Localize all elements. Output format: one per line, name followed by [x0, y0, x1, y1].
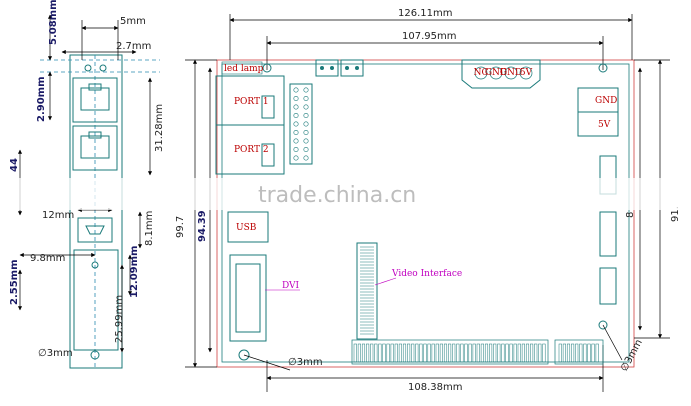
- dim-126-11mm: 126.11mm: [398, 8, 452, 19]
- dim-5mm: 5mm: [120, 16, 146, 27]
- power-pin-label-0: NC: [474, 68, 489, 78]
- dvi-port: [229, 254, 267, 342]
- watermark-text: trade.china.cn: [258, 183, 416, 208]
- power-pin-1: [489, 66, 503, 80]
- hole-label-left: ∅3mm: [288, 357, 323, 368]
- right-5v-label: 5V: [598, 120, 611, 130]
- dim-108-38mm: 108.38mm: [408, 382, 462, 393]
- port-1-label: PORT 1: [234, 97, 269, 107]
- dim-8x: 8: [625, 212, 636, 218]
- dim-2-7mm: 2.7mm: [116, 41, 151, 52]
- mount-hole-bl: [238, 349, 250, 361]
- dvi-label: DVI: [282, 281, 300, 291]
- board-view: 126.11mm 107.95mm 108.38mm 99.7 94.39 91…: [175, 8, 681, 393]
- video-interface-label: Video Interface: [391, 269, 462, 279]
- dim-9-8mm: 9.8mm: [30, 253, 65, 264]
- pcb-outline: [216, 59, 635, 368]
- pin-header: [289, 83, 313, 165]
- mount-hole-tr: [598, 63, 608, 73]
- mount-hole-tl: [262, 63, 272, 73]
- rj45-top: [72, 77, 118, 123]
- jumper-1: [315, 59, 339, 77]
- dim-44: 44: [9, 158, 20, 172]
- dim-5-08mm: 5.08mm: [48, 0, 59, 45]
- power-pin-label-2: GND: [500, 68, 522, 78]
- jumper-2: [340, 59, 364, 77]
- dim-25-99mm: 25.99mm: [114, 295, 125, 343]
- dim-12-09mm: 12.09mm: [129, 246, 140, 298]
- led-lamp-label: led lamp: [224, 64, 264, 74]
- dim-8-1mm: 8.1mm: [144, 211, 155, 246]
- dim-107-95mm: 107.95mm: [402, 31, 456, 42]
- rj45-bottom: [72, 125, 118, 171]
- dim-99-7: 99.7: [175, 216, 186, 238]
- power-pin-2: [504, 66, 518, 80]
- usb-side: [77, 217, 113, 243]
- usb-label: USB: [236, 223, 257, 233]
- power-connector: [461, 59, 541, 89]
- power-pin-3: [519, 66, 533, 80]
- dim-91: 91.: [670, 206, 681, 222]
- port-2-label: PORT 2: [234, 145, 269, 155]
- power-pin-label-3: 5V: [520, 68, 533, 78]
- dim-hole-left: ∅3mm: [38, 348, 73, 359]
- right-gnd-label: GND: [595, 96, 617, 106]
- dim-12mm: 12mm: [42, 210, 74, 221]
- power-pin-label-1: GND: [485, 68, 507, 78]
- dim-31-28mm: 31.28mm: [154, 104, 165, 152]
- side-view-outline: [69, 54, 123, 369]
- right-connector-3: [599, 267, 617, 305]
- power-pin-0: [474, 66, 488, 80]
- side-view: 5mm 2.7mm 5.08mm 2.90mm 31.28mm 44 12mm …: [9, 0, 165, 369]
- dvi-side: [73, 249, 119, 351]
- dim-2-55mm: 2.55mm: [9, 259, 20, 305]
- video-interface-connector: [356, 242, 378, 340]
- right-connector-2: [599, 211, 617, 257]
- dim-2-90mm: 2.90mm: [36, 76, 47, 122]
- mount-hole-br: [598, 320, 608, 330]
- edge-fingers: [351, 339, 604, 365]
- hole-label-right: ∅3mm: [619, 338, 645, 374]
- usb-port: [227, 211, 269, 243]
- dim-94-39: 94.39: [197, 210, 208, 242]
